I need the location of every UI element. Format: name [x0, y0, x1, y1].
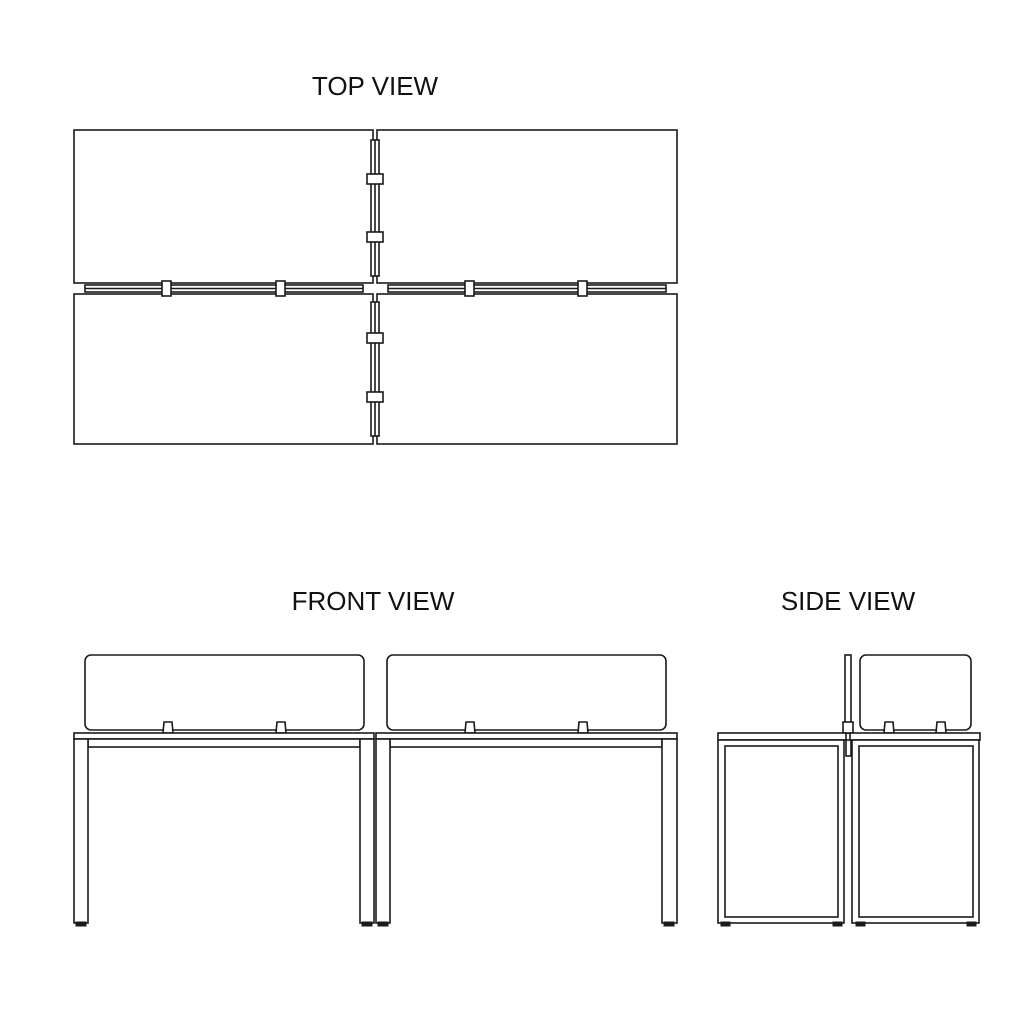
side-clamp	[883, 721, 895, 734]
front-leg	[359, 738, 375, 924]
side-desktop-right	[849, 732, 981, 741]
top-desk-top-left	[73, 129, 374, 284]
top-clamp	[366, 332, 384, 344]
top-clamp	[366, 231, 384, 243]
front-clamp	[577, 721, 589, 734]
front-view-label: FRONT VIEW	[292, 586, 455, 616]
front-leg	[73, 738, 89, 924]
side-frame-left-inner	[724, 745, 839, 918]
top-clamp	[161, 280, 172, 297]
side-clamp	[935, 721, 947, 734]
top-clamp	[366, 173, 384, 185]
top-clamp	[464, 280, 475, 297]
top-desk-bottom-left	[73, 293, 374, 445]
front-screen-left	[84, 654, 365, 731]
front-leg	[375, 738, 391, 924]
side-connector	[845, 739, 852, 757]
top-view	[73, 129, 678, 445]
front-apron-left	[87, 738, 361, 748]
top-clamp	[366, 391, 384, 403]
front-desktop-left	[73, 732, 375, 740]
side-screen-panel	[859, 654, 972, 731]
front-clamp	[464, 721, 476, 734]
top-desk-bottom-right	[376, 293, 678, 445]
side-view-label: SIDE VIEW	[781, 586, 916, 616]
front-leg	[661, 738, 678, 924]
side-clamp	[842, 721, 854, 734]
side-view	[717, 654, 981, 927]
front-view	[73, 654, 678, 927]
front-screen-right	[386, 654, 667, 731]
front-clamp	[162, 721, 174, 734]
top-clamp	[275, 280, 286, 297]
top-desk-top-right	[376, 129, 678, 284]
top-view-label: TOP VIEW	[312, 71, 439, 101]
front-clamp	[275, 721, 287, 734]
top-clamp	[577, 280, 588, 297]
front-apron-right	[389, 738, 663, 748]
side-desktop-left	[717, 732, 847, 741]
front-desktop-right	[375, 732, 678, 740]
side-frame-right-inner	[858, 745, 974, 918]
